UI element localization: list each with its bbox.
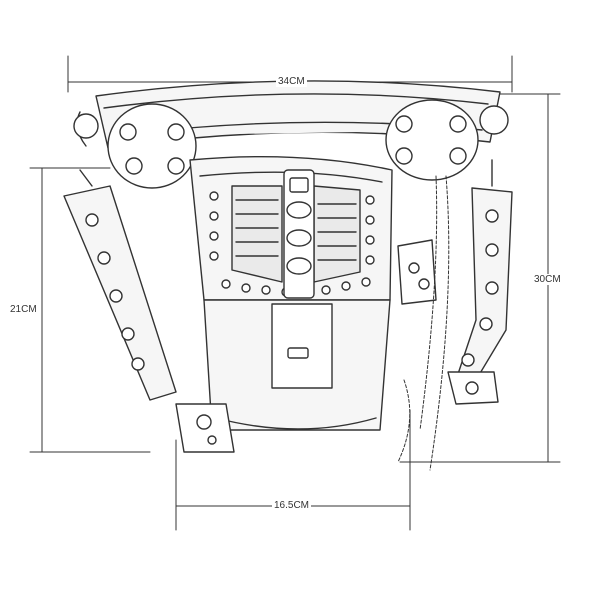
- side-cuff: [397, 239, 437, 305]
- left-height-label: 21CM: [8, 304, 39, 315]
- chains: [397, 175, 450, 471]
- lower-flap: [203, 299, 391, 431]
- right-height-label: 30CM: [532, 274, 563, 285]
- left-belt-pad: [73, 103, 197, 189]
- center-strap: [283, 169, 315, 299]
- bottom-tabs: [175, 371, 499, 453]
- bottom-width-label: 16.5CM: [272, 500, 312, 511]
- right-leg-strap: [455, 159, 513, 391]
- top-width-label: 34CM: [276, 76, 307, 87]
- mesh-panels: [231, 185, 361, 283]
- left-leg-strap: [63, 169, 177, 401]
- right-belt-pad: [385, 99, 509, 181]
